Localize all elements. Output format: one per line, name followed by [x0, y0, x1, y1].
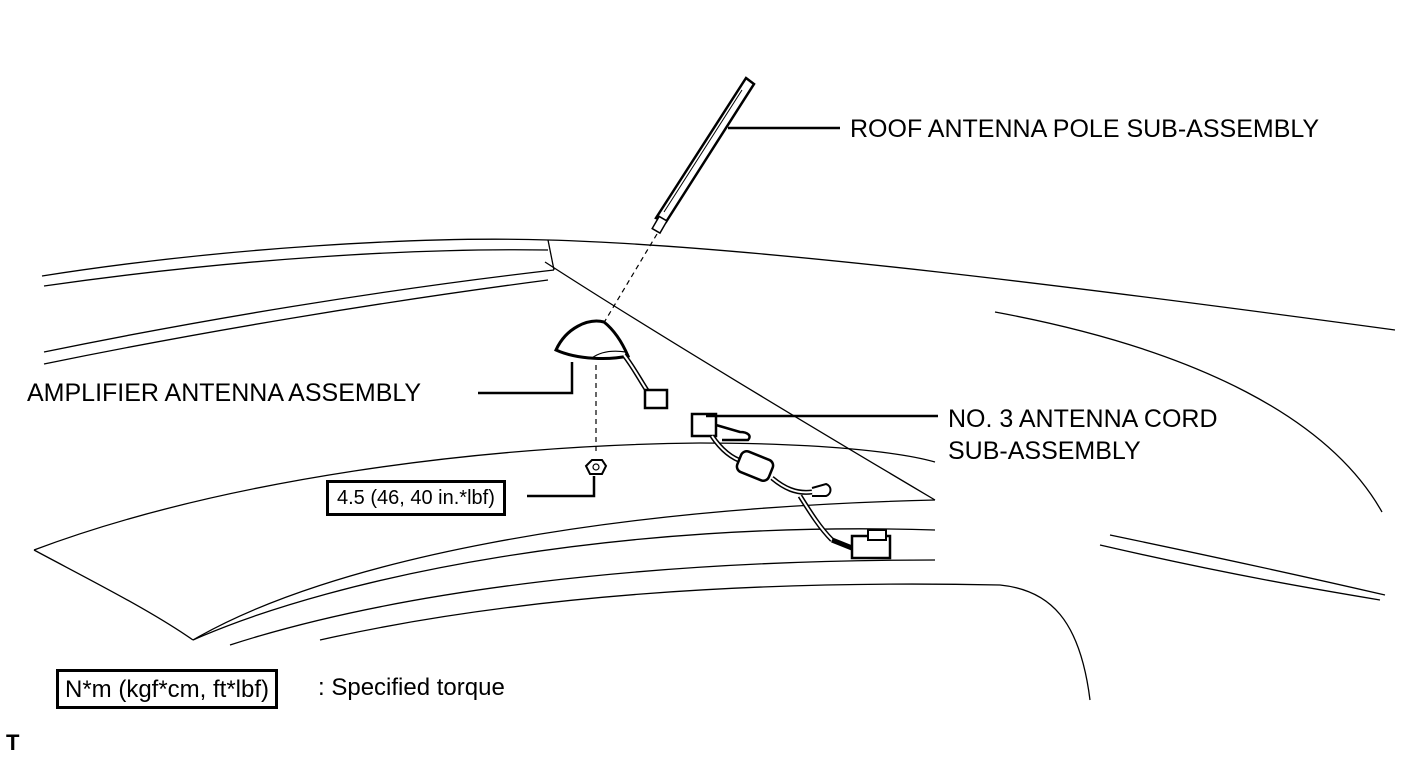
- torque-legend-description: : Specified torque: [318, 674, 505, 701]
- torque-unit-legend-box: N*m (kgf*cm, ft*lbf): [56, 669, 279, 709]
- roof-antenna-pole-label: ROOF ANTENNA POLE SUB-ASSEMBLY: [850, 115, 1320, 143]
- mounting-nut: [584, 459, 608, 475]
- antenna-cord-label-line2: SUB-ASSEMBLY: [948, 437, 1141, 465]
- antenna-cord: [690, 412, 892, 560]
- vehicle-roof-outline: [33, 238, 1396, 701]
- amplifier-antenna-base: [554, 319, 669, 410]
- torque-value-box: 4.5 (46, 40 in.*lbf): [326, 480, 506, 516]
- torque-leader-line: [527, 476, 596, 498]
- amplifier-leader-line: [478, 362, 574, 395]
- pole-insertion-line: [601, 233, 658, 327]
- corner-mark: T: [6, 730, 20, 755]
- amplifier-antenna-label: AMPLIFIER ANTENNA ASSEMBLY: [27, 379, 422, 407]
- antenna-cord-label-line1: NO. 3 ANTENNA CORD: [948, 405, 1218, 433]
- roof-antenna-pole: [651, 76, 756, 235]
